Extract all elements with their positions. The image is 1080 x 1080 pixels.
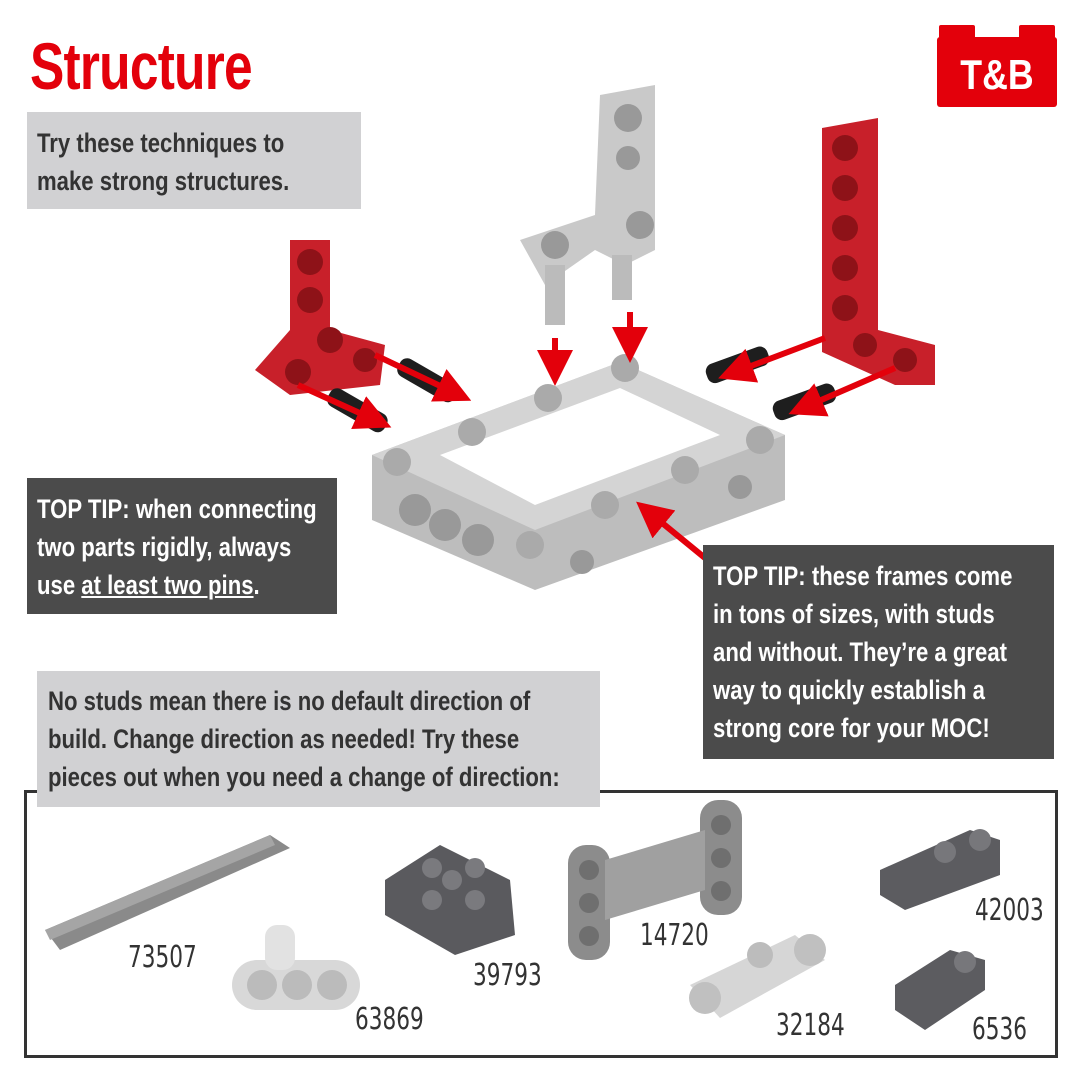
intro-line: make strong structures. bbox=[37, 166, 290, 196]
direction-line: No studs mean there is no default direct… bbox=[48, 686, 531, 716]
part-6536-image bbox=[895, 950, 985, 1030]
part-63869-image bbox=[232, 925, 360, 1010]
red-l-beam-right bbox=[822, 118, 935, 385]
part-73507-image bbox=[45, 835, 290, 950]
red-t-beam-left bbox=[255, 240, 385, 395]
part-number-label: 6536 bbox=[972, 1012, 1027, 1047]
brand-logo: T&B bbox=[937, 25, 1057, 107]
tip-line: and without. They’re a great bbox=[713, 637, 1008, 667]
intro-box: Try these techniques to make strong stru… bbox=[27, 112, 361, 209]
part-39793-image bbox=[385, 845, 515, 955]
svg-text:T&B: T&B bbox=[960, 52, 1033, 98]
direction-line: pieces out when you need a change of dir… bbox=[48, 762, 560, 792]
part-number-label: 63869 bbox=[355, 1002, 424, 1037]
direction-line: build. Change direction as needed! Try t… bbox=[48, 724, 520, 754]
direction-box: No studs mean there is no default direct… bbox=[37, 671, 600, 807]
part-number-label: 39793 bbox=[473, 958, 542, 993]
intro-line: Try these techniques to bbox=[37, 128, 285, 158]
tip-line: strong core for your MOC! bbox=[713, 713, 990, 743]
part-number-label: 14720 bbox=[640, 918, 709, 953]
part-42003-image bbox=[880, 829, 1000, 910]
top-tip-frames: TOP TIP: these frames come in tons of si… bbox=[703, 545, 1054, 759]
open-frame-part bbox=[372, 354, 785, 590]
emphasis-text: at least two pins bbox=[81, 570, 254, 600]
page-title: Structure bbox=[30, 29, 253, 103]
red-arrows bbox=[296, 312, 897, 561]
tip-line: TOP TIP: these frames come bbox=[713, 561, 1013, 591]
top-tip-pins: TOP TIP: when connecting two parts rigid… bbox=[27, 478, 337, 614]
part-number-label: 42003 bbox=[975, 893, 1044, 928]
gray-connector-part bbox=[520, 85, 655, 325]
part-32184-image bbox=[689, 934, 826, 1018]
tip-line: use bbox=[37, 570, 82, 600]
part-14720-image bbox=[568, 800, 742, 960]
tip-line: way to quickly establish a bbox=[713, 675, 985, 705]
structure-illustration bbox=[255, 85, 935, 590]
tip-line: . bbox=[253, 570, 260, 600]
tip-line: two parts rigidly, always bbox=[37, 532, 292, 562]
tip-line: TOP TIP: when connecting bbox=[37, 494, 317, 524]
part-number-label: 32184 bbox=[776, 1008, 845, 1043]
tip-line: in tons of sizes, with studs bbox=[713, 599, 995, 629]
part-number-label: 73507 bbox=[128, 940, 197, 975]
